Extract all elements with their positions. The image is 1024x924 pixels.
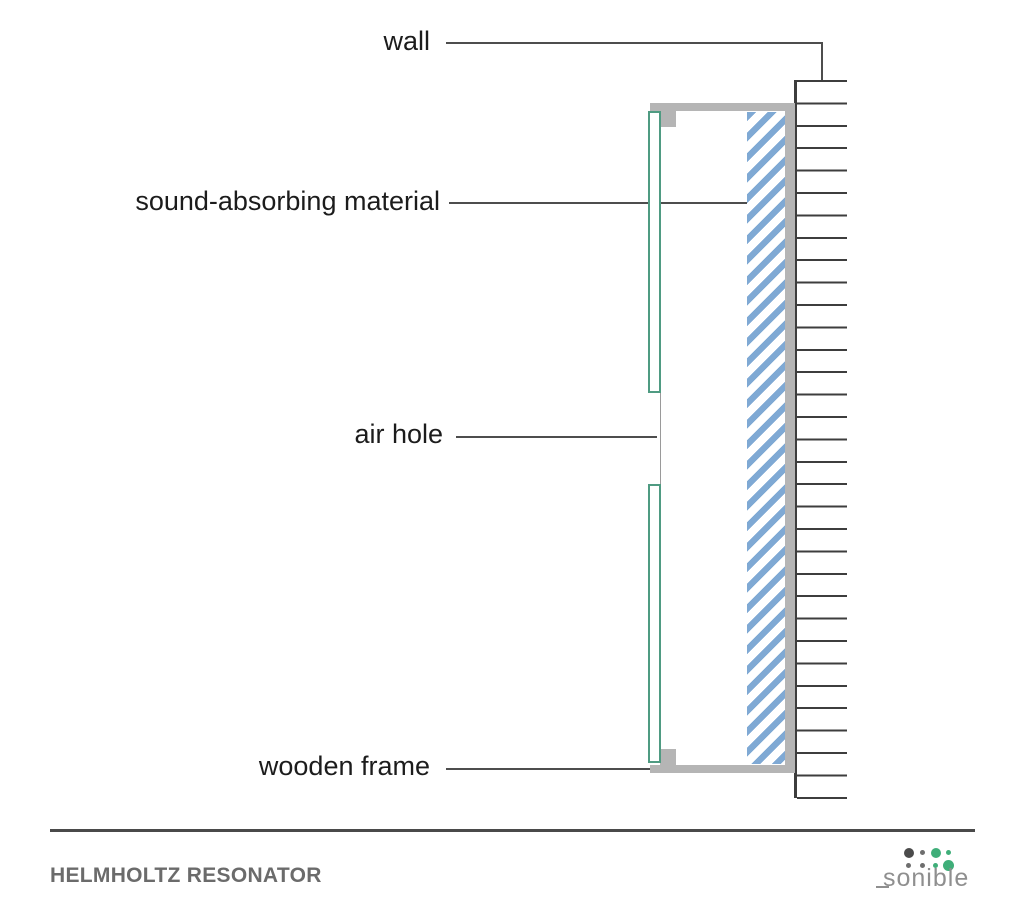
air-hole-opening xyxy=(660,393,661,484)
wooden-frame-bottom-bar xyxy=(650,765,795,773)
logo-dot xyxy=(943,860,954,871)
sound-absorbing-material-hatch xyxy=(747,112,785,764)
front-panel-lower xyxy=(648,484,661,763)
wooden-frame-label: wooden frame xyxy=(258,751,430,781)
air-hole-label: air hole xyxy=(354,419,443,449)
logo-underscore xyxy=(876,886,889,888)
absorber-leader-line xyxy=(449,202,772,204)
logo-dot xyxy=(946,850,951,855)
wooden-frame-leader-line xyxy=(446,768,661,770)
wall-section-hatch xyxy=(797,80,847,799)
logo-dot xyxy=(933,863,938,868)
wall-inner-edge xyxy=(794,80,797,798)
sound-absorbing-material-label: sound-absorbing material xyxy=(135,186,440,216)
wooden-frame-top-batten xyxy=(660,111,676,127)
wooden-frame-bottom-batten xyxy=(660,749,676,765)
logo-dot xyxy=(906,863,911,868)
wooden-frame-top-bar xyxy=(650,103,795,111)
sonible-wordmark: sonible xyxy=(883,864,970,892)
logo-dot xyxy=(931,848,941,858)
wall-leader-line-vertical xyxy=(821,42,823,81)
logo-dot xyxy=(904,848,914,858)
wall-label: wall xyxy=(383,26,430,56)
wall-leader-line xyxy=(446,42,821,44)
diagram-title: HELMHOLTZ RESONATOR xyxy=(50,864,322,887)
air-hole-leader-line xyxy=(456,436,657,438)
front-panel-upper xyxy=(648,111,661,393)
wooden-frame-back-strip xyxy=(785,103,795,773)
footer-divider xyxy=(50,829,975,832)
sonible-logo: sonible xyxy=(876,843,981,895)
logo-dot xyxy=(920,863,925,868)
logo-dot xyxy=(920,850,925,855)
